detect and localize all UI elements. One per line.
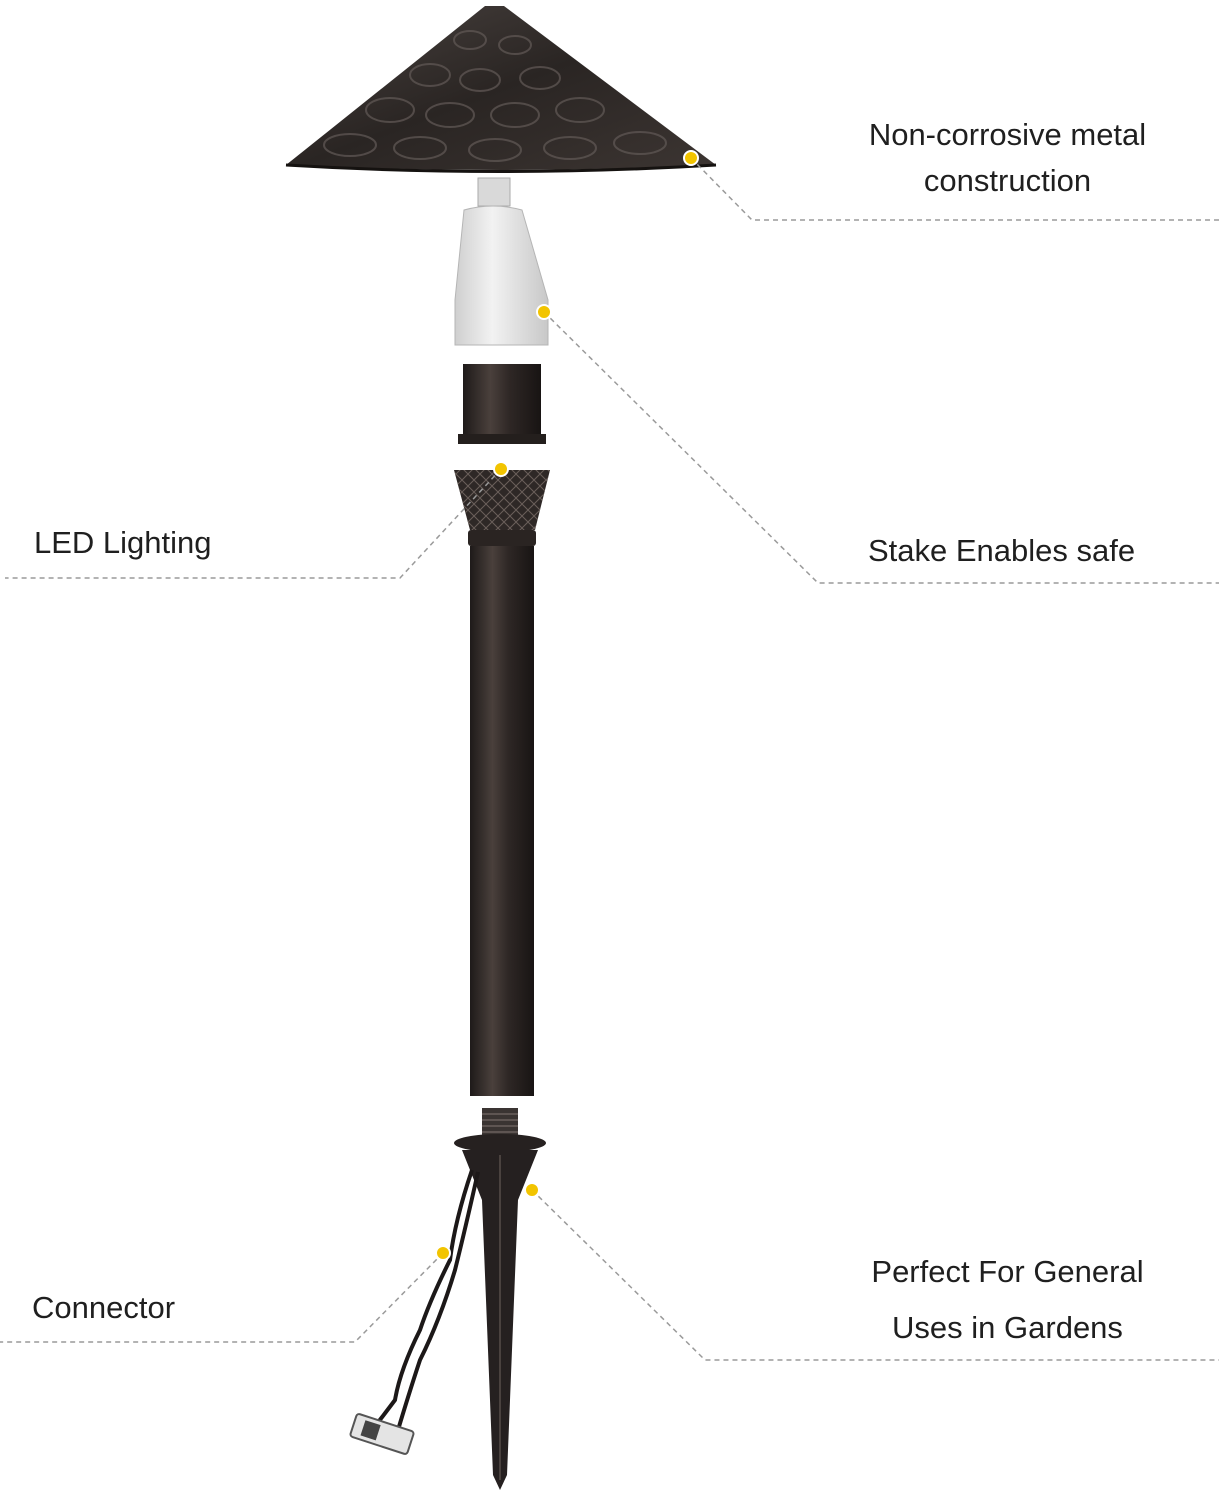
marker-cable: [435, 1245, 451, 1261]
leader-lines: [0, 157, 1219, 1361]
callout-bottom-right-line2: Uses in Gardens: [892, 1310, 1123, 1345]
callout-markers: [435, 150, 699, 1261]
wire-connector: [349, 1413, 415, 1455]
socket-cup: [458, 364, 546, 444]
marker-collar: [493, 461, 509, 477]
callout-bottom-left: Connector: [32, 1290, 176, 1325]
diffuser: [454, 205, 549, 346]
callout-bottom-right: Perfect For General Uses in Gardens: [830, 1244, 1185, 1356]
callout-top-right: Non-corrosive metal construction: [830, 112, 1185, 204]
pole: [470, 546, 534, 1096]
callout-mid-left: LED Lighting: [34, 525, 212, 560]
shade-stub: [477, 177, 511, 207]
marker-stake: [524, 1182, 540, 1198]
marker-shade: [683, 150, 699, 166]
decorative-collar: [454, 470, 550, 546]
callout-bottom-right-line1: Perfect For General: [871, 1254, 1144, 1289]
lamp-shade: [285, 6, 717, 173]
ground-stake: [454, 1108, 546, 1490]
callout-top-right-line2: construction: [923, 163, 1092, 198]
callout-top-right-line1: Non-corrosive metal: [868, 117, 1147, 152]
marker-diffuser: [536, 304, 552, 320]
cable-and-connector: [370, 1169, 480, 1432]
callout-mid-right: Stake Enables safe: [868, 533, 1136, 568]
